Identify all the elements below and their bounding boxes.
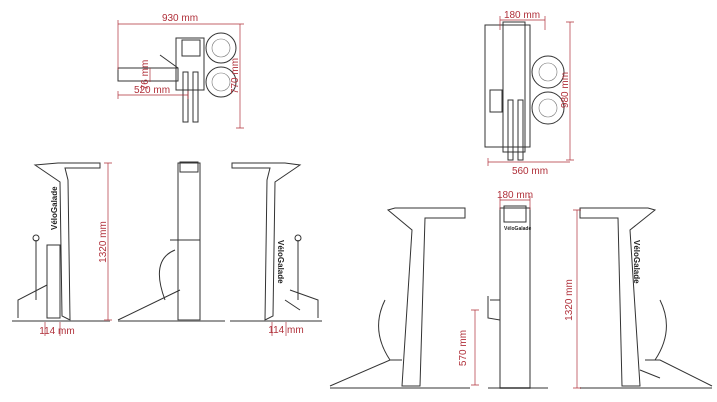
dim-570: 570 mm (458, 330, 469, 366)
dim-980: 980 mm (560, 72, 571, 108)
dim-180-top: 180 mm (504, 10, 540, 21)
dim-560: 560 mm (512, 166, 548, 177)
brand-logo-1: VéloGalade (50, 186, 59, 230)
dim-930: 930 mm (162, 13, 198, 24)
dim-770: 770 mm (230, 58, 241, 94)
plan-view-front: 180 mm 980 mm 560 mm (484, 10, 574, 177)
plan-view-side: 930 mm 520 mm 76 mm 770 mm (117, 13, 244, 129)
dim-180-large: 180 mm (497, 190, 533, 201)
dim-520: 520 mm (134, 85, 170, 96)
brand-logo-2: VéloGalade (276, 240, 285, 284)
dim-114-right: 114 mm (268, 325, 303, 336)
dim-76: 76 mm (140, 60, 151, 91)
dim-1320-small: 1320 mm (98, 221, 109, 263)
dim-1320-large: 1320 mm (564, 279, 575, 321)
elevations-large: VéloGalade VéloGalade 180 mm 570 mm 1320… (329, 190, 713, 389)
dim-114-left: 114 mm (39, 326, 74, 337)
brand-logo-3: VéloGalade (504, 226, 531, 232)
elevations-small: VéloGalade VéloGalade 1320 mm 114 mm 114… (12, 161, 322, 337)
brand-logo-4: VéloGalade (632, 240, 641, 284)
